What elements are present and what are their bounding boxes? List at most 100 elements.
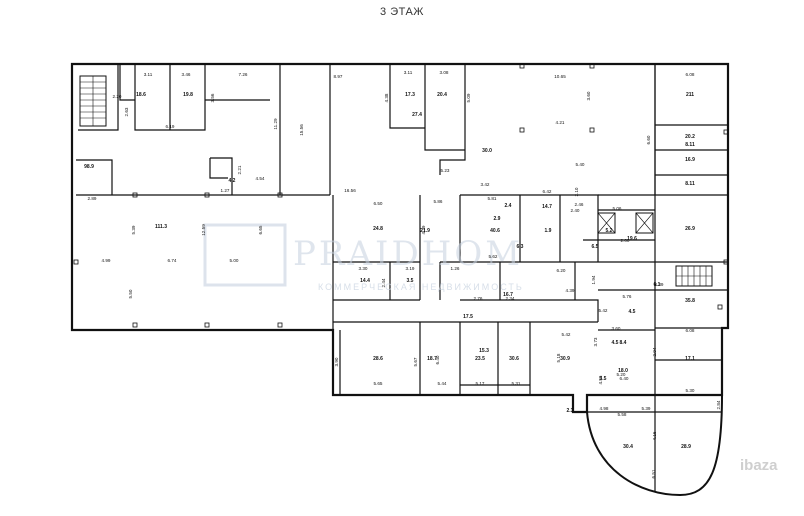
room-area-label: 17.1: [685, 356, 695, 362]
dimension-label: 3.30: [359, 266, 368, 271]
stair-steps: [80, 76, 106, 126]
room-area-label: 30.0: [482, 148, 492, 154]
room-area-label: 8.11: [685, 142, 695, 148]
dimension-label: 10.65: [554, 74, 566, 79]
dimension-label: 2.34: [506, 296, 515, 301]
dimension-label: 8.97: [334, 74, 343, 79]
elevator-cross: [635, 212, 654, 234]
dimension-label: 2.44: [381, 278, 386, 287]
elevator: [635, 212, 654, 234]
dimension-label: 2.84: [716, 400, 721, 409]
dimension-label: 5.18: [556, 353, 561, 362]
room-area-label: 4.5: [612, 340, 619, 346]
room-area-label: 21.9: [420, 228, 430, 234]
dimension-label: 6.65: [258, 225, 263, 234]
room-area-label: 27.4: [412, 112, 422, 118]
dimension-label: 3.73: [593, 337, 598, 346]
room-area-label: 8.11: [685, 181, 695, 187]
wall: [78, 64, 656, 195]
dimension-label: 3.19: [406, 266, 415, 271]
watermark-tagline: КОММЕРЧЕСКАЯ НЕДВИЖИМОСТЬ: [318, 282, 524, 292]
room-area-label: 30.6: [509, 356, 519, 362]
dimension-label: 16.56: [344, 188, 356, 193]
dimension-label: 6.08: [686, 328, 695, 333]
floor-title: 3 ЭТАЖ: [380, 6, 424, 18]
dimension-label: 5.42: [599, 308, 608, 313]
wall: [598, 64, 728, 412]
dimension-label: 5.39: [642, 406, 651, 411]
dimension-label: 1.94: [591, 275, 596, 284]
dimension-label: 4.56: [598, 375, 603, 384]
dimension-label: 5.00: [230, 258, 239, 263]
room-area-label: 18.0: [618, 368, 628, 374]
room-area-label: 19.8: [183, 92, 193, 98]
room-area-label: 35.8: [685, 298, 695, 304]
dimension-label: 2.10: [574, 187, 579, 196]
room-area-label: 4.2: [229, 178, 236, 184]
room-area-label: 3.5: [407, 278, 414, 284]
room-area-label: 6.1: [654, 282, 661, 288]
dimension-label: 3.46: [182, 72, 191, 77]
dimension-label: 4.16: [652, 431, 657, 440]
room-area-label: 211: [686, 92, 694, 98]
room-area-label: 30.9: [560, 356, 570, 362]
room-area-label: 8.4: [620, 340, 627, 346]
dimension-label: 5.81: [488, 196, 497, 201]
room-area-label: 2.9: [494, 216, 501, 222]
dimension-label: 6.74: [168, 258, 177, 263]
stair-steps: [676, 266, 712, 286]
dimension-label: 6.51: [651, 469, 656, 478]
walls: [70, 62, 730, 497]
dimension-label: 4.54: [256, 176, 265, 181]
room-area-label: 98.9: [84, 164, 94, 170]
room-area-label: 16.9: [685, 157, 695, 163]
room-area-label: 3.5: [600, 376, 607, 382]
room-area-label: 17.5: [463, 314, 473, 320]
dimension-label: 5.65: [374, 381, 383, 386]
dimension-label: 2.63: [124, 107, 129, 116]
room-area-label: 30.4: [623, 444, 633, 450]
dimension-label: 4.99: [102, 258, 111, 263]
room-area-label: 28.6: [373, 356, 383, 362]
room-area-label: 111.3: [155, 224, 167, 230]
room-area-label: 14.7: [542, 204, 552, 210]
dimension-label: 4.39: [566, 288, 575, 293]
wall: [76, 157, 330, 196]
dimension-label: 3.11: [404, 70, 413, 75]
elevator: [597, 212, 616, 234]
dimension-label: 1.26: [451, 266, 460, 271]
dimension-label: 6.40: [620, 376, 629, 381]
watermark-logo-mark: [203, 223, 287, 287]
site-watermark: ibaza: [740, 457, 778, 474]
room-area-label: 28.9: [681, 444, 691, 450]
dimension-label: 5.42: [562, 332, 571, 337]
dimension-label: 4.38: [384, 93, 389, 102]
dimension-label: 4.21: [556, 120, 565, 125]
dimension-label: 5.67: [413, 357, 418, 366]
dimension-label: 5.40: [576, 162, 585, 167]
dimension-label: 5.39: [131, 225, 136, 234]
dimension-label: 12.59: [201, 224, 206, 236]
dimension-label: 4.98: [600, 406, 609, 411]
dimension-label: 5.20: [617, 372, 626, 377]
watermark-brand: PRAIDHOM: [293, 234, 523, 274]
room-area-label: 14.4: [360, 278, 370, 284]
dimension-label: 5.17: [476, 381, 485, 386]
dimension-label: 2.39: [655, 282, 664, 287]
dimension-label: 5.44: [438, 381, 447, 386]
room-area-label: 20.2: [685, 134, 695, 140]
dimension-label: 5.58: [618, 412, 627, 417]
dimension-label: 6.19: [166, 124, 175, 129]
dimension-label: 2.76: [474, 296, 483, 301]
dimension-label: 5.62: [489, 254, 498, 259]
room-area-label: 16.7: [503, 292, 513, 298]
room-area-label: 23.5: [475, 356, 485, 362]
dimension-label: 11.29: [273, 118, 278, 130]
room-area-label: 5.2: [606, 228, 613, 234]
room-area-label: 18.6: [136, 92, 146, 98]
dimension-label: 5.76: [623, 294, 632, 299]
room-area-label: 1.9: [545, 228, 552, 234]
dimension-label: 15.56: [299, 124, 304, 136]
dimension-label: 6.40: [435, 355, 440, 364]
wall: [332, 194, 655, 395]
